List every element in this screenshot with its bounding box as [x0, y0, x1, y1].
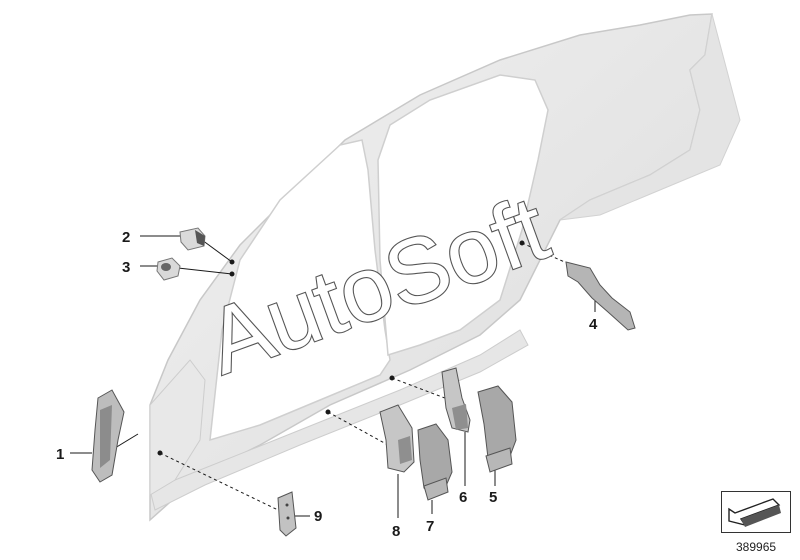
leader-9: [159, 452, 279, 511]
callout-2: 2: [122, 229, 130, 246]
part-7-sill-block: [417, 423, 453, 501]
callout-8: 8: [392, 523, 400, 540]
leader-6: [391, 377, 451, 401]
arrow-down-left-icon[interactable]: [721, 491, 791, 533]
leader-8-dot: [325, 409, 331, 415]
leader-9-dot: [157, 450, 163, 456]
body-side-frame: [149, 13, 741, 522]
leader-1b: [114, 433, 139, 449]
callout-7: 7: [426, 518, 434, 535]
callout-3: 3: [122, 259, 130, 276]
leader-4-dot: [519, 240, 525, 246]
rear-quarter-panel: [559, 13, 741, 221]
leader-3-dot: [229, 271, 235, 277]
leader-lines: [70, 235, 596, 518]
callout-6: 6: [459, 489, 467, 506]
part-4-rear-bracket: [565, 261, 636, 331]
leader-4: [521, 242, 579, 269]
part-2-bushing: [179, 227, 206, 251]
part-5-sill-block: [477, 385, 517, 473]
part-9-plate: [277, 491, 297, 537]
diagram-id: 389965: [736, 540, 777, 554]
a-pillar-lower: [149, 359, 206, 496]
part-1-pillar-reinforcement: [91, 389, 125, 483]
part-8-sill-insert: [379, 404, 415, 473]
leader-2-dot: [229, 259, 235, 265]
front-door-opening: [209, 139, 391, 442]
leader-2b: [201, 239, 233, 263]
rear-door-opening: [377, 74, 549, 356]
callout-1: 1: [56, 446, 64, 463]
leader-6-dot: [389, 375, 395, 381]
callout-4: 4: [589, 316, 598, 333]
callout-9: 9: [314, 508, 322, 525]
part-3-bushing: [156, 257, 181, 281]
rocker-sill: [149, 329, 529, 511]
callout-5: 5: [489, 489, 497, 506]
part-6-sill-insert: [441, 367, 471, 433]
leader-3b: [177, 267, 233, 275]
